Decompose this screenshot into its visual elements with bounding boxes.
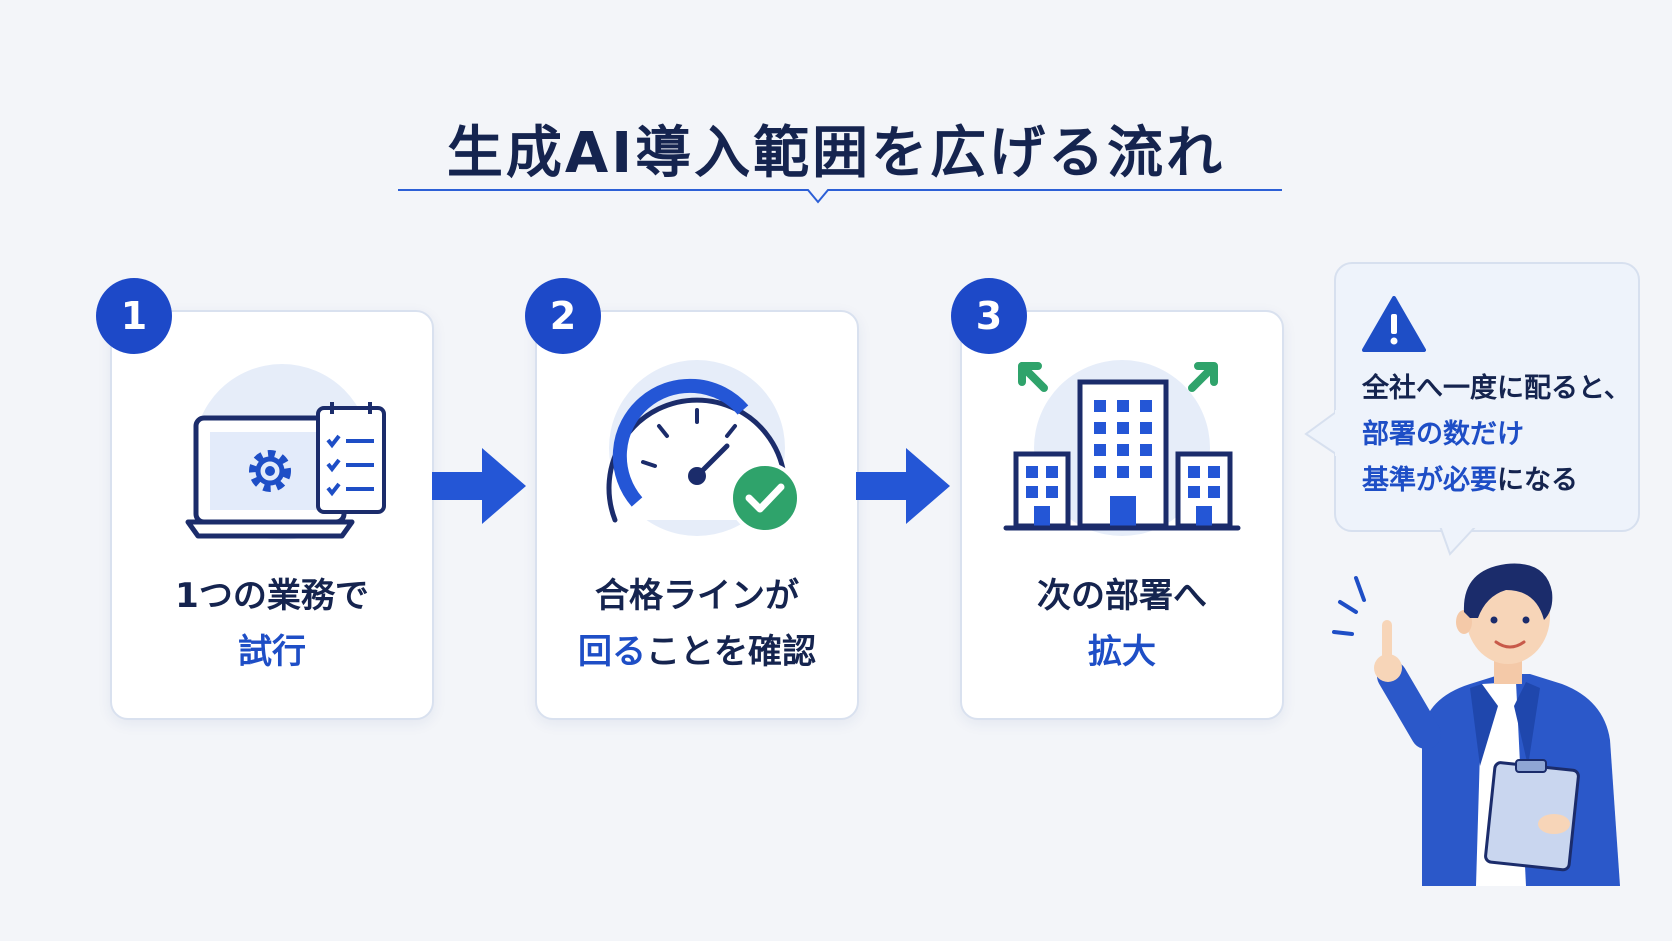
step-line1: 次の部署へ — [1037, 576, 1207, 616]
step-card-2: 合格ラインが 回ることを確認 — [535, 310, 859, 720]
warning-callout — [1334, 262, 1640, 532]
callout-highlight: 基準が必要 — [1362, 465, 1497, 496]
step-line2-rest: ことを確認 — [646, 632, 816, 672]
step-number-badge-3: 3 — [951, 278, 1027, 354]
step-line1: 1つの業務で — [175, 576, 369, 616]
buildings-expand-icon — [1003, 360, 1241, 536]
laptop-gear-checklist-icon — [185, 364, 386, 540]
warning-icon — [1362, 296, 1426, 352]
step-line1: 合格ラインが — [595, 576, 799, 616]
step-card-1: 1つの業務で 試行 — [110, 310, 434, 720]
callout-line1: 全社へ一度に配ると、 — [1362, 373, 1631, 404]
flow-arrow-icon — [432, 448, 526, 524]
step-text-3: 次の部署へ 拡大 — [962, 568, 1282, 680]
callout-tail — [1304, 410, 1478, 556]
step-text-1: 1つの業務で 試行 — [112, 568, 432, 680]
step-number-badge-2: 2 — [525, 278, 601, 354]
step-highlight: 拡大 — [1088, 632, 1156, 672]
callout-text: 全社へ一度に配ると、 部署の数だけ 基準が必要になる — [1362, 366, 1631, 504]
presenter-person-illustration — [1332, 563, 1620, 886]
flow-arrow-icon — [856, 448, 950, 524]
step-number-badge-1: 1 — [96, 278, 172, 354]
callout-line3-rest: になる — [1497, 465, 1578, 496]
page-title: 生成AI導入範囲を広げる流れ — [446, 121, 1226, 186]
speedometer-check-icon — [606, 360, 801, 536]
callout-line2: 部署の数だけ — [1362, 419, 1524, 450]
step-highlight: 試行 — [238, 632, 306, 672]
step-text-2: 合格ラインが 回ることを確認 — [537, 568, 857, 680]
step-highlight: 回る — [578, 632, 646, 672]
step-card-3: 次の部署へ 拡大 — [960, 310, 1284, 720]
title-underline — [398, 189, 1282, 204]
